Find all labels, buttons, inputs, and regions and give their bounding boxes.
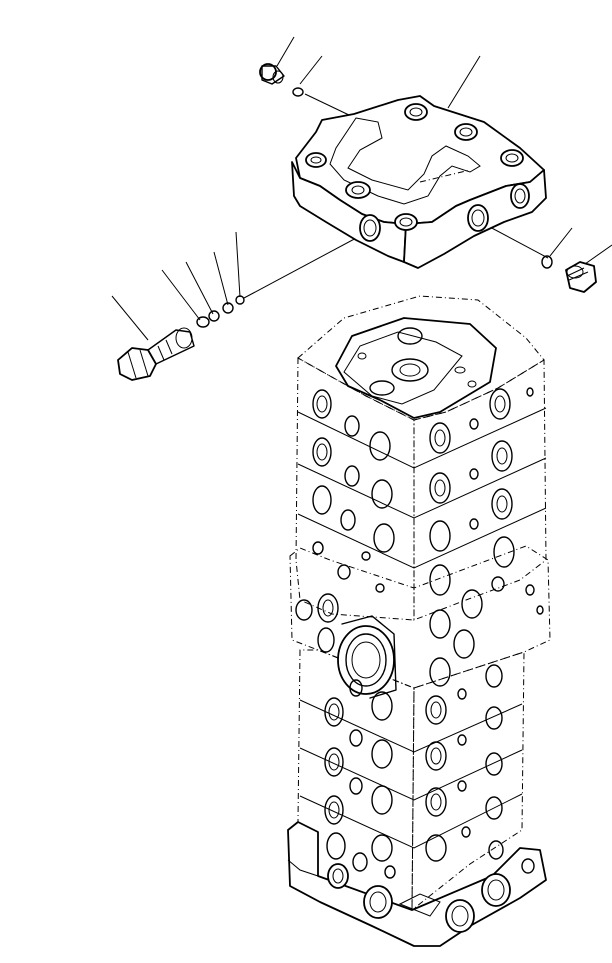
- axis-right-port: [487, 225, 549, 259]
- o-ring-small-1: [208, 310, 220, 322]
- leader-backup-ring: [161, 269, 201, 321]
- leader-o-ring-small-2: [213, 251, 229, 306]
- o-ring-small-2: [222, 302, 234, 314]
- end-cover: [291, 95, 547, 269]
- plug-top-left: [259, 63, 285, 85]
- leader-o-ring-right: [549, 227, 573, 257]
- o-ring-right: [541, 255, 553, 269]
- leader-plug-right: [584, 244, 612, 265]
- leader-o-ring-small-3: [235, 231, 241, 298]
- leader-o-ring-top-left: [299, 55, 323, 85]
- backup-ring: [196, 316, 210, 328]
- relief-valve-plug: [117, 327, 195, 381]
- control-valve-stack: [287, 295, 551, 947]
- o-ring-small-3: [235, 295, 245, 305]
- leader-o-ring-small-1: [185, 261, 214, 315]
- o-ring-top-left: [292, 87, 304, 97]
- leader-plug-top-left: [276, 36, 295, 67]
- axis-left-port: [243, 235, 361, 299]
- plug-right: [565, 261, 597, 293]
- leader-end-cover: [447, 55, 481, 109]
- callout-leaders: [111, 36, 612, 341]
- leader-relief-valve-plug: [111, 295, 149, 341]
